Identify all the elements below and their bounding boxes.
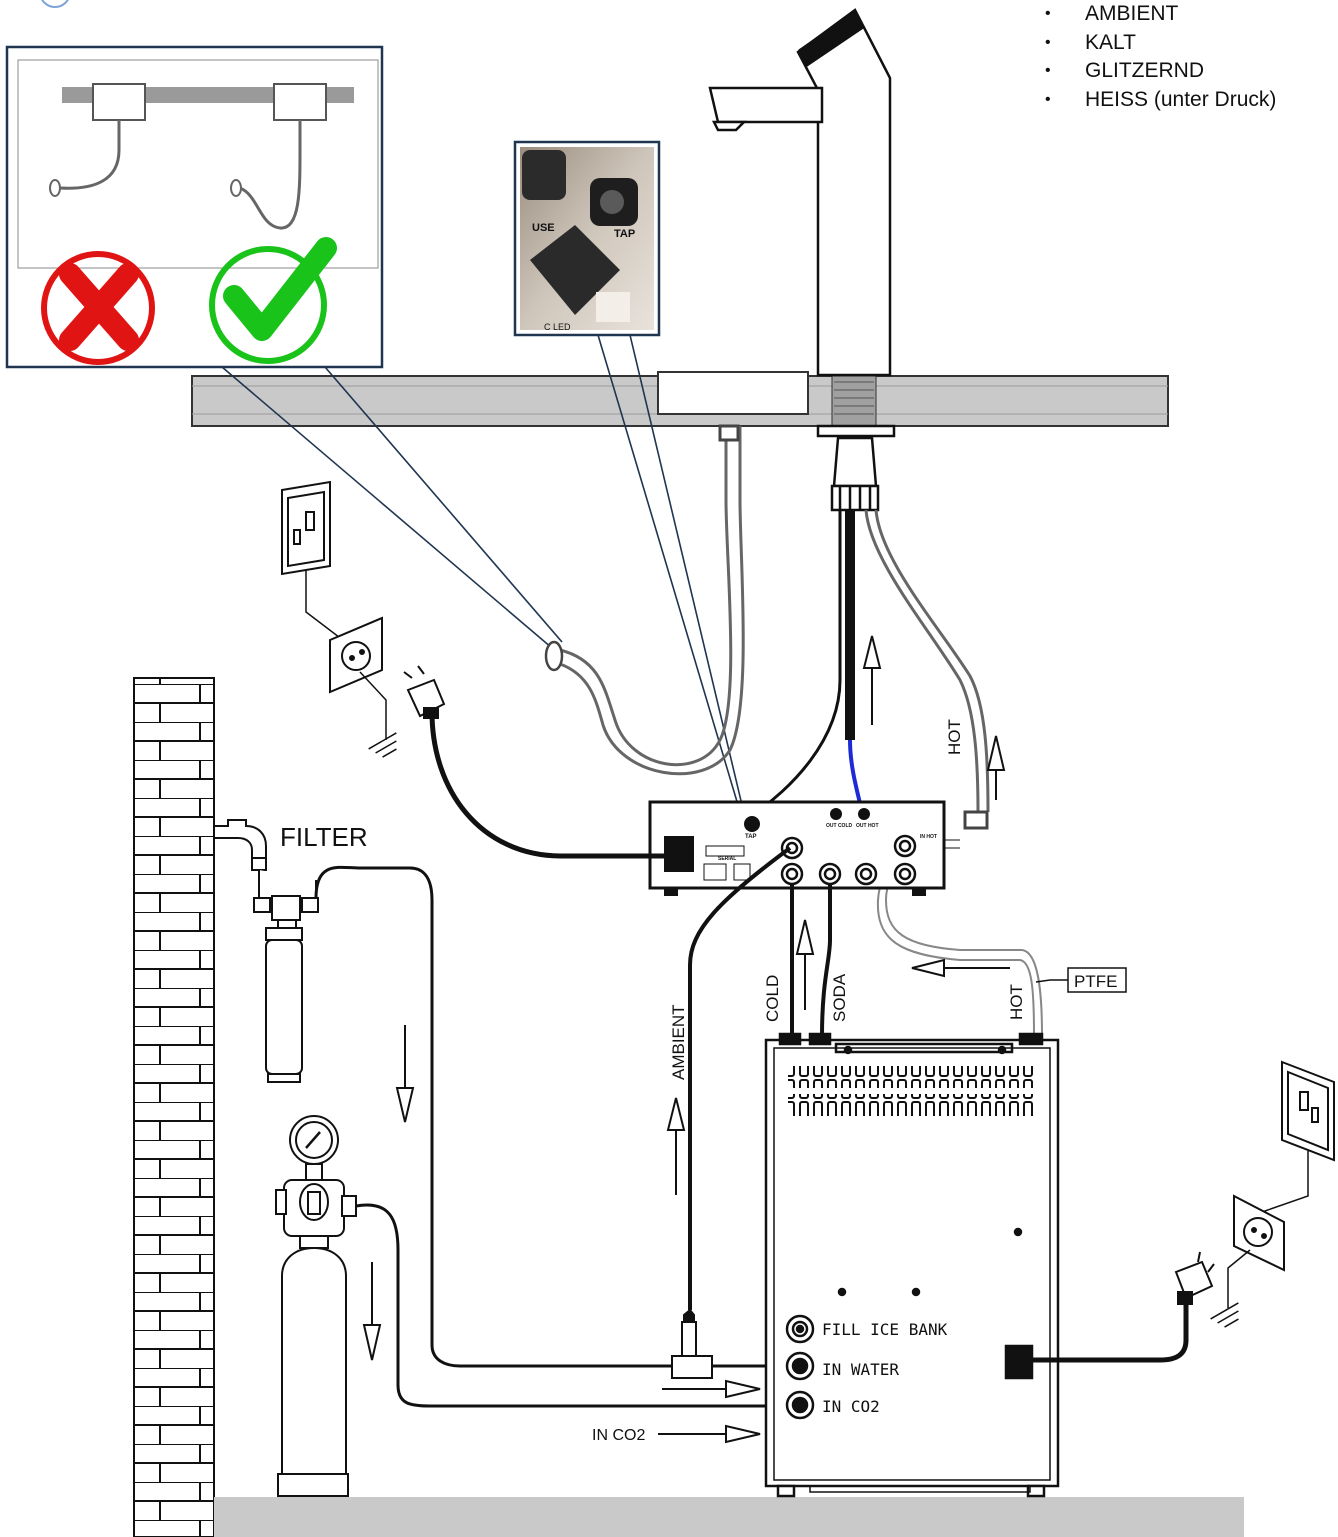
- co2-line: [355, 1203, 790, 1408]
- connector-photo-inset: USE TAP C LED: [513, 140, 661, 337]
- photo-use-text: USE: [532, 222, 555, 234]
- arrow-up-icon: [666, 1097, 686, 1195]
- in-water-label: IN WATER: [822, 1360, 899, 1379]
- ground-icon: [359, 671, 397, 758]
- ctrl-in-hot-text: IN HOT: [920, 834, 937, 840]
- hose-routing-inset: [5, 45, 384, 369]
- co2-cylinder: [275, 1115, 357, 1497]
- ambient-line: [688, 846, 792, 1310]
- water-line: [314, 865, 680, 1368]
- arrow-down-icon: [362, 1262, 382, 1361]
- control-power-cable: [429, 711, 664, 859]
- fill-ice-bank-label: FILL ICE BANK: [822, 1320, 948, 1339]
- arrow-right-icon: [662, 1379, 761, 1399]
- chiller-ports: [785, 1314, 815, 1420]
- dispense-modes-list: AMBIENT KALT GLITZERND HEISS (unter Druc…: [1045, 0, 1276, 114]
- wall-switch-icon: [1261, 1060, 1335, 1213]
- ctrl-serial-text: SERIAL: [718, 856, 736, 862]
- photo-led-text: C LED: [544, 322, 571, 332]
- in-co2-arrow-label: IN CO2: [592, 1427, 645, 1444]
- in-co2-label: IN CO2: [822, 1397, 880, 1416]
- arrow-up-icon: [795, 919, 815, 1010]
- plug-icon: [1174, 1251, 1215, 1305]
- filter-label: FILTER: [280, 822, 368, 852]
- water-filter: [213, 819, 319, 1083]
- mode-kalt: KALT: [1045, 29, 1276, 58]
- arrow-up-icon: [862, 635, 882, 725]
- control-box: TAP OUT COLD OUT HOT IN HOT SERIAL: [648, 800, 946, 896]
- ctrl-tap-text: TAP: [745, 834, 757, 840]
- check-icon: [209, 237, 337, 364]
- tap-hose: [544, 424, 745, 776]
- cold-soda-lines: [790, 884, 832, 1037]
- info-circle-icon: [41, 0, 69, 8]
- mode-glitzernd: GLITZERND: [1045, 57, 1276, 86]
- ptfe-callout: PTFE: [1035, 967, 1127, 993]
- cross-icon: [41, 251, 155, 365]
- arrow-down-icon: [395, 1025, 415, 1123]
- ctrl-out-cold-text: OUT COLD: [826, 823, 852, 829]
- t-fitting: [671, 1308, 713, 1379]
- hot-unit-label: HOT: [1007, 984, 1026, 1020]
- soda-label: SODA: [830, 973, 849, 1022]
- brick-wall: [133, 677, 215, 1537]
- hot-line: [864, 509, 1043, 1036]
- arrow-left-icon: [911, 958, 1010, 978]
- floor: [214, 1497, 1244, 1537]
- arrow-up-icon: [986, 735, 1006, 800]
- chiller-power-cable: [1032, 1300, 1189, 1363]
- ground-icon: [1210, 1249, 1251, 1328]
- chiller-unit: [764, 1032, 1060, 1498]
- plug-icon: [403, 665, 446, 719]
- ctrl-out-hot-text: OUT HOT: [856, 823, 879, 829]
- socket-icon: [329, 616, 383, 694]
- ambient-label: AMBIENT: [669, 1004, 688, 1080]
- photo-tap-text: TAP: [614, 228, 635, 240]
- faucet: [708, 8, 896, 512]
- hot-line-label: HOT: [945, 719, 964, 755]
- mode-heiss: HEISS (unter Druck): [1045, 86, 1276, 115]
- ptfe-label: PTFE: [1074, 972, 1117, 991]
- countertop: [191, 371, 1169, 427]
- cold-label: COLD: [763, 975, 782, 1022]
- wall-switch-icon: [281, 480, 357, 651]
- socket-icon: [1233, 1194, 1285, 1272]
- arrow-right-icon: [658, 1424, 761, 1444]
- mode-ambient: AMBIENT: [1045, 0, 1276, 29]
